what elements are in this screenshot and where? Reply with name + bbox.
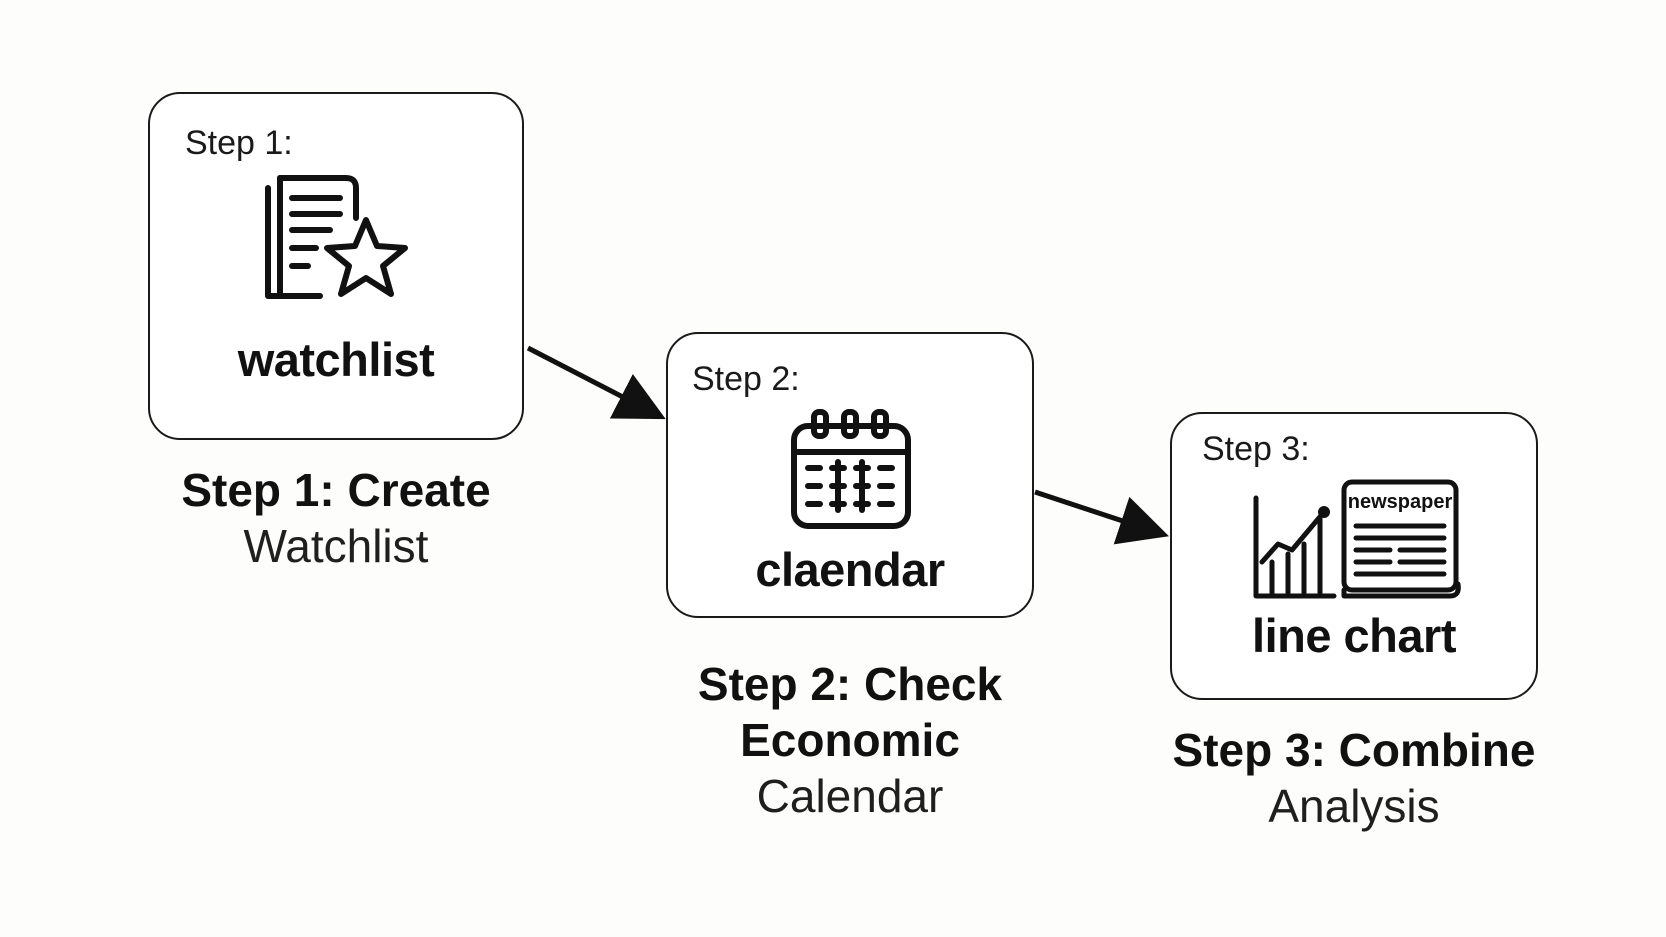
step-1-card: Step 1: watchlist bbox=[148, 92, 524, 440]
step-1-caption: Step 1: Create Watchlist bbox=[148, 462, 524, 574]
step-1-card-word: watchlist bbox=[237, 333, 435, 386]
step-2-caption-title-2: Economic bbox=[740, 714, 960, 766]
arrow-right-down-icon bbox=[526, 345, 666, 420]
step-3-caption: Step 3: Combine Analysis bbox=[1150, 722, 1558, 834]
newspaper-icon-label: newspaper bbox=[1348, 491, 1453, 513]
step-1-caption-title: Step 1: Create bbox=[181, 464, 491, 516]
step-2-card: Step 2: claendar bbox=[666, 332, 1034, 618]
step-3-caption-title: Step 3: Combine bbox=[1172, 724, 1536, 776]
watchlist-document-star-icon bbox=[265, 175, 408, 299]
step-2-card-word: claendar bbox=[755, 543, 945, 596]
step-3-caption-subtitle: Analysis bbox=[1268, 780, 1440, 832]
step-2-caption-subtitle: Calendar bbox=[756, 770, 944, 822]
arrow-right-down-icon bbox=[1034, 489, 1169, 545]
step-2-caption: Step 2: Check Economic Calendar bbox=[666, 656, 1034, 824]
step-1-caption-subtitle: Watchlist bbox=[243, 520, 429, 572]
calendar-icon bbox=[791, 409, 911, 529]
step-3-card-label: Step 3: bbox=[1202, 430, 1310, 468]
step-3-card-word: line chart bbox=[1252, 609, 1456, 662]
step-2-card-label: Step 2: bbox=[692, 360, 800, 398]
step-3-card: Step 3: newspaper line chart bbox=[1170, 412, 1538, 700]
step-1-card-label: Step 1: bbox=[185, 124, 293, 162]
chart-point-icon bbox=[1318, 506, 1330, 518]
line-chart-newspaper-icon: newspaper bbox=[1253, 479, 1461, 599]
step-2-caption-title: Step 2: Check bbox=[697, 658, 1003, 710]
